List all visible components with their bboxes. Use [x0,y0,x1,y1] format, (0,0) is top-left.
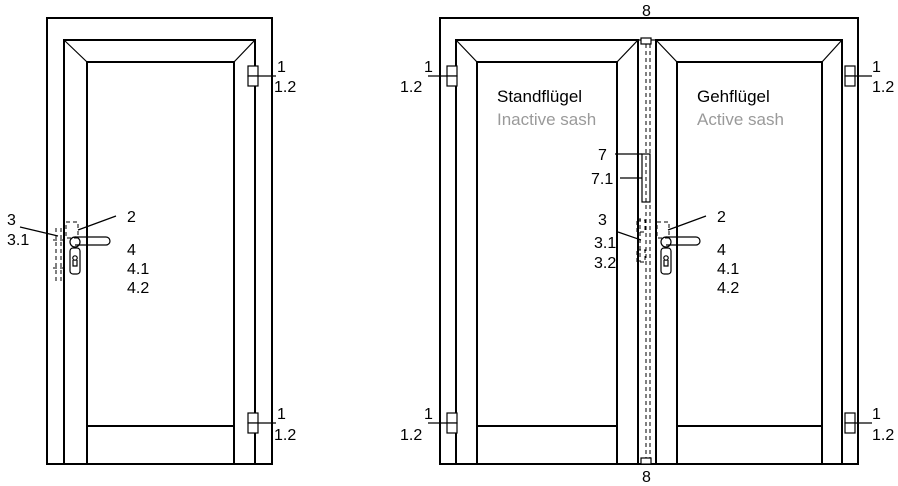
hinge-left-top [428,65,458,87]
lever-handle [65,221,111,275]
label-3-2: 3.2 [594,255,616,272]
label-4-1: 4.1 [127,261,149,278]
hinge-top [247,65,276,87]
leader-line [19,226,59,237]
single-door: 1 1.2 1 1.2 3 3.1 2 4 4.1 4.2 [7,17,296,465]
double-door: Standflügel Inactive sash Gehflügel Acti… [400,3,894,486]
label-1: 1 [424,406,433,423]
door-frame-outer [46,17,273,465]
hinge-bottom [247,412,276,434]
inactive-sash-subtitle: Inactive sash [497,110,596,129]
label-7: 7 [598,147,607,164]
leader-line [667,215,707,231]
sash-outer [63,39,256,465]
label-1: 1 [872,59,881,76]
hinge-left-bottom [428,412,458,434]
leader-line [77,215,117,231]
keeper-dashed [53,228,64,282]
label-1-2: 1.2 [400,79,422,96]
label-3-1: 3.1 [594,235,616,252]
hinge-right-bottom [844,412,872,434]
label-1-2: 1.2 [400,427,422,444]
inactive-glazing-panel [476,61,618,427]
label-3: 3 [598,212,607,229]
hinge-right-top [844,65,872,87]
label-1: 1 [424,59,433,76]
label-8-bottom: 8 [642,469,651,486]
inactive-sash-title: Standflügel [497,87,582,106]
meeting-stile [637,39,657,465]
active-glazing-panel [676,61,823,427]
label-4-2: 4.2 [717,280,739,297]
label-3: 3 [7,212,16,229]
label-3-1: 3.1 [7,232,29,249]
active-sash-subtitle: Active sash [697,110,784,129]
flush-bolt-bottom [640,457,652,465]
label-4-1: 4.1 [717,261,739,278]
label-1-2: 1.2 [274,79,296,96]
miter-line [233,39,256,63]
miter-line [63,39,88,63]
door-frame-outer [439,17,859,465]
label-2: 2 [127,209,136,226]
label-4: 4 [127,242,136,259]
label-7-1: 7.1 [591,171,613,188]
label-1-2: 1.2 [872,427,894,444]
label-8-top: 8 [642,3,651,20]
label-4: 4 [717,242,726,259]
label-1: 1 [277,406,286,423]
active-sash-title: Gehflügel [697,87,770,106]
label-1: 1 [277,59,286,76]
label-2: 2 [717,209,726,226]
leader-line [617,231,642,241]
label-1: 1 [872,406,881,423]
label-1-2: 1.2 [274,427,296,444]
flush-bolt-top [640,37,652,45]
lever-handle [656,221,701,275]
label-1-2: 1.2 [872,79,894,96]
label-4-2: 4.2 [127,280,149,297]
